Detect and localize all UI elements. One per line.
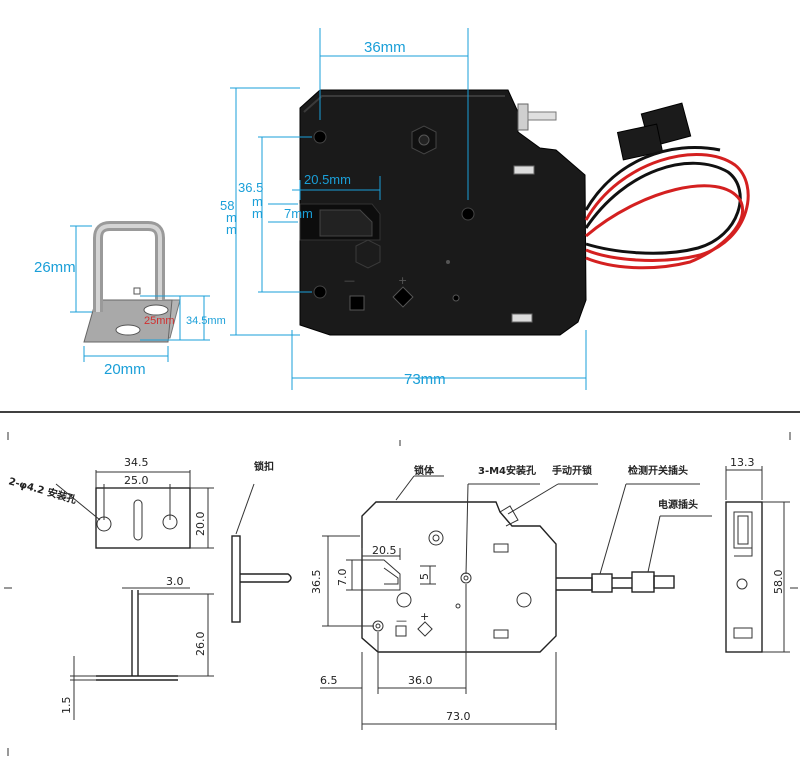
power-plug-label: 电源插头 [658, 498, 698, 511]
connector-wires-photo [584, 102, 750, 270]
catch-profile-view [231, 483, 292, 623]
base-thickness-label: 1.5 [60, 697, 73, 715]
photo-dimensions [70, 28, 587, 390]
dim-36-5-unit-m1: m [252, 194, 263, 209]
dim-58-0: 58.0 [772, 570, 785, 595]
lock-body-label: 锁体 [414, 464, 435, 477]
lock-body-dimensions [320, 535, 557, 730]
dim-58-unit-m1: m [226, 210, 237, 225]
hole-note-label: 2-φ4.2 安装孔 [7, 474, 78, 506]
lock-body-drawing [361, 501, 675, 653]
hook-height-label: 26.0 [194, 632, 207, 657]
dim-58: 58 [220, 198, 234, 213]
dim-34-5mm: 34.5mm [186, 315, 226, 327]
drawing-leaders [395, 475, 712, 575]
lock-side-view [725, 466, 790, 653]
dim-7mm: 7mm [284, 206, 313, 221]
dim-36-0: 36.0 [408, 674, 433, 687]
dim-25mm: 25mm [144, 315, 175, 327]
lock-catch-label: 锁扣 [254, 460, 274, 473]
dim-36-5-drawing: 36.5 [310, 570, 323, 595]
drawing-frame-marks [4, 432, 798, 756]
plate-hole-spacing-label: 25.0 [124, 474, 149, 487]
dim-36mm: 36mm [364, 39, 406, 56]
svg-text:—: — [344, 274, 355, 287]
catch-hook-view [70, 587, 214, 720]
lock-catch-photo [83, 221, 181, 343]
dim-5: 5 [418, 573, 431, 580]
plate-width-label: 34.5 [124, 456, 149, 469]
plate-height-label: 20.0 [194, 512, 207, 537]
dim-13-3: 13.3 [730, 456, 755, 469]
dim-73-0: 73.0 [446, 710, 471, 723]
dim-6-5: 6.5 [320, 674, 338, 687]
lock-body-photo: — + [299, 89, 587, 336]
manual-unlock-label: 手动开锁 [552, 464, 592, 477]
svg-text:+: + [398, 274, 407, 287]
dim-58-unit-m2: m [226, 222, 237, 237]
catch-plate-view [55, 470, 214, 549]
dim-36-5-unit-m2: m [252, 206, 263, 221]
dim-73mm: 73mm [404, 371, 446, 388]
dim-20-5mm: 20.5mm [304, 172, 351, 187]
m4-holes-label: 3-M4安装孔 [478, 464, 536, 477]
minus-glyph: — [396, 614, 407, 627]
dim-20mm: 20mm [104, 361, 146, 378]
hook-thickness-label: 3.0 [166, 575, 184, 588]
dim-26mm: 26mm [34, 259, 76, 276]
plus-glyph: + [420, 610, 429, 623]
detect-switch-plug-label: 检测开关插头 [628, 464, 688, 477]
dim-7-0: 7.0 [336, 569, 349, 587]
dim-36-5: 36.5 [238, 180, 263, 195]
dim-20-5: 20.5 [372, 544, 397, 557]
